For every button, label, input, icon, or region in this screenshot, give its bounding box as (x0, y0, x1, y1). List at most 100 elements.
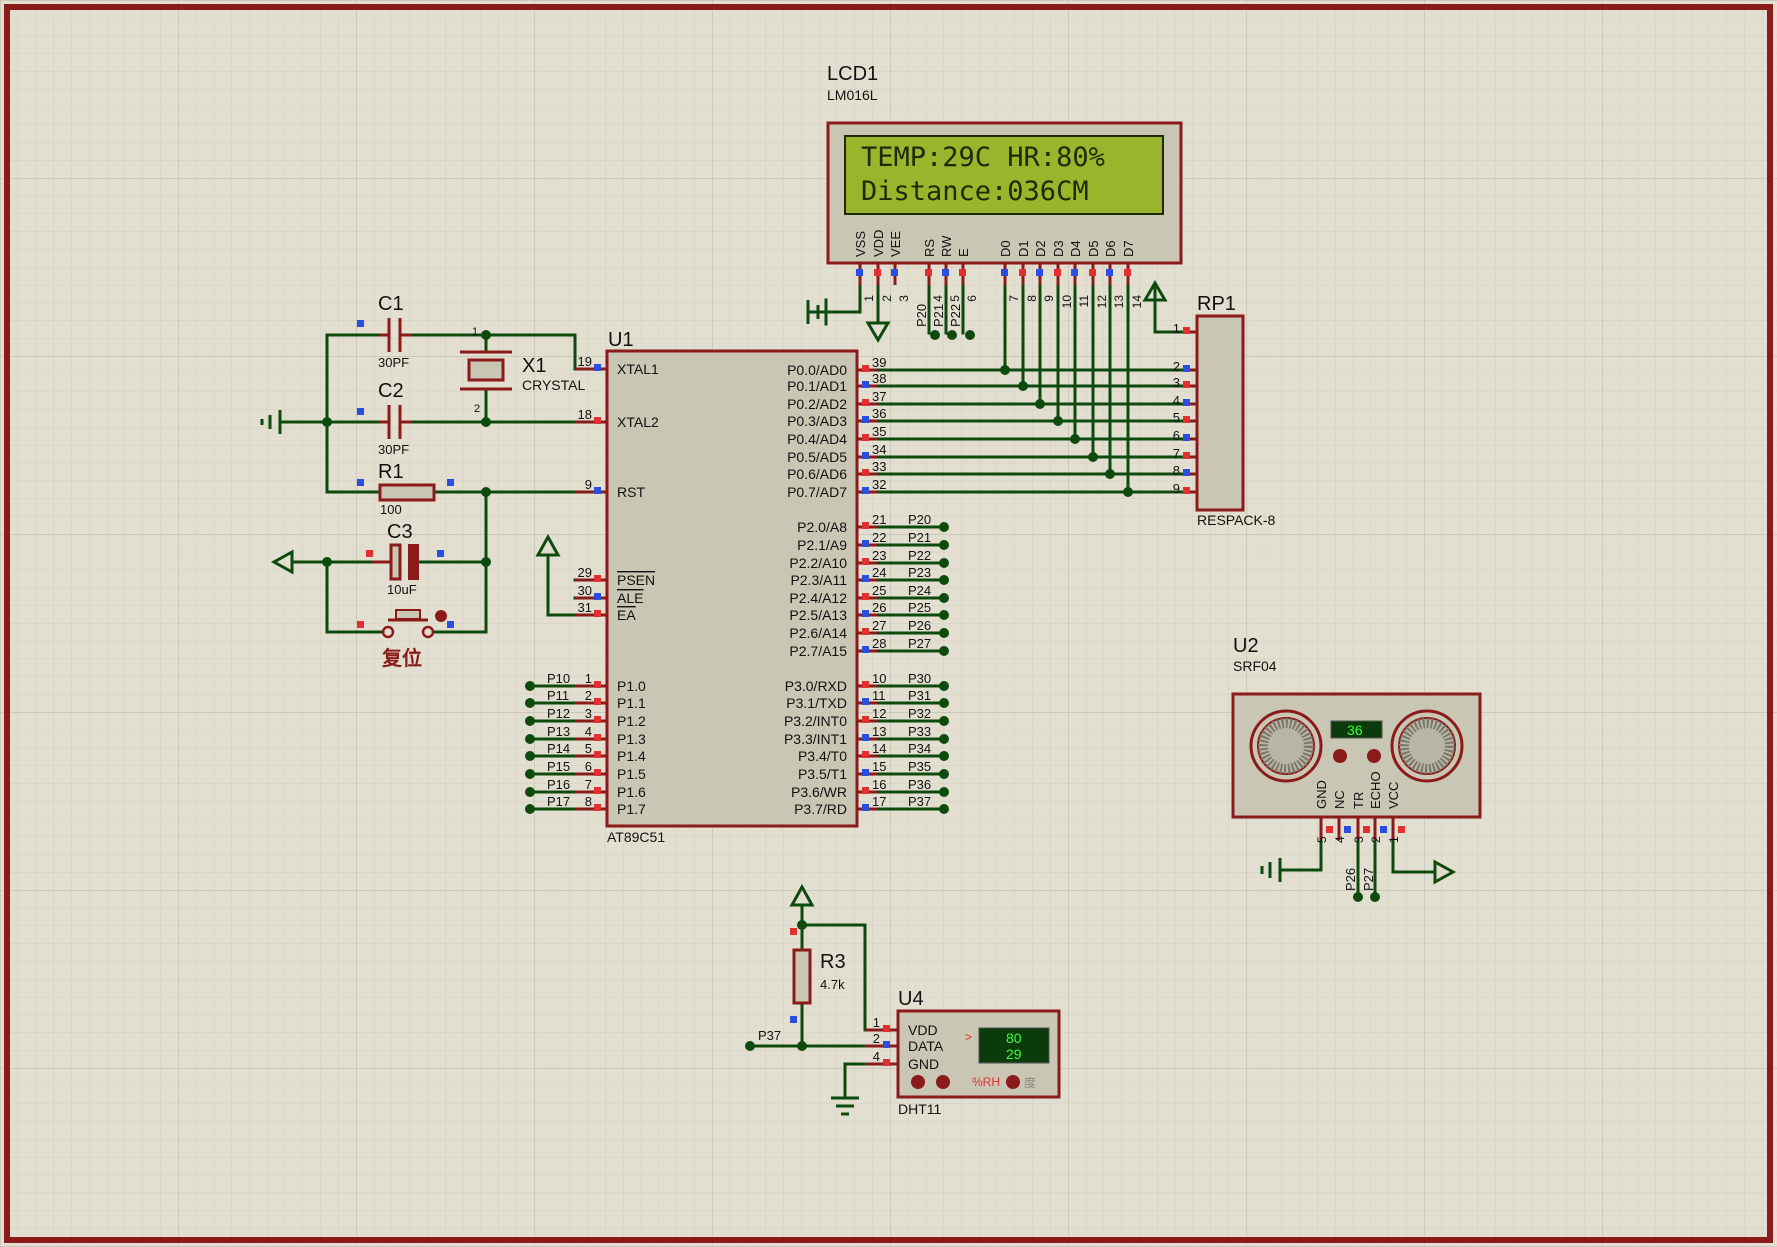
u4-degree-label: 度 (1024, 1075, 1036, 1090)
lcd-pin-marker (1106, 269, 1113, 276)
net-dot (525, 804, 535, 814)
mcu-pin-name: P0.5/AD5 (787, 449, 847, 465)
lcd-pin-name: D4 (1068, 240, 1083, 257)
capacitor-c3[interactable]: C3 10uF (366, 521, 444, 597)
crystal-x1[interactable]: 1 2 X1 CRYSTAL (460, 326, 585, 415)
c3-value: 10uF (387, 582, 417, 597)
lcd-pin-marker (1036, 269, 1043, 276)
mcu-pin-marker (594, 364, 601, 371)
mcu-pin-name: XTAL1 (617, 361, 659, 377)
lcd-pin-num: 10 (1060, 295, 1074, 309)
net-dot (939, 787, 949, 797)
u4-part: DHT11 (898, 1101, 942, 1117)
u4-unit-label: %RH (972, 1075, 1000, 1089)
lcd-pin-name: VSS (853, 231, 868, 257)
lcd-pin-name: D6 (1103, 240, 1118, 257)
mcu-pin-marker (862, 716, 869, 723)
mcu-pin-marker (594, 751, 601, 758)
mcu-pin-name: P0.3/AD3 (787, 413, 847, 429)
power-symbols (260, 280, 1457, 1116)
mcu-pin-name: P1.2 (617, 713, 646, 729)
u4-pin-marker (883, 1025, 890, 1032)
mcu-net-label: P15 (547, 759, 570, 774)
net-dot (939, 646, 949, 656)
mcu-pin-num: 34 (872, 442, 886, 457)
lcd-pin-num: 2 (880, 295, 894, 302)
lcd-pin-name: D5 (1086, 240, 1101, 257)
mcu-pin-num: 39 (872, 355, 886, 370)
mcu-pin-marker (862, 522, 869, 529)
net-dot (939, 540, 949, 550)
u4-pin-name: DATA (908, 1038, 944, 1054)
mcu-pin-marker (862, 646, 869, 653)
lcd-pin-name: RW (939, 235, 954, 257)
u2-pin-marker (1380, 826, 1387, 833)
mcu-pin-name: P0.6/AD6 (787, 466, 847, 482)
u4-pin-num: 4 (873, 1049, 880, 1064)
resistor-r1[interactable]: R1 100 (357, 461, 454, 517)
mcu-pin-num: 38 (872, 371, 886, 386)
mcu-at89c51[interactable]: U1 AT89C51 XTAL119XTAL218RST9PSEN29ALE30… (525, 329, 949, 845)
mcu-net-label: P35 (908, 759, 931, 774)
u2-pin-name: VCC (1386, 782, 1401, 809)
mcu-pin-num: 10 (872, 671, 886, 686)
u2-ref: U2 (1233, 635, 1259, 657)
mcu-pins: XTAL119XTAL218RST9PSEN29ALE30EA31P1.01P1… (525, 354, 949, 817)
net-dot (525, 787, 535, 797)
rp1-pin-marker (1183, 469, 1190, 476)
mcu-pin-name: ALE (617, 590, 643, 606)
mcu-pin-name: P3.1/TXD (786, 695, 847, 711)
lcd-module[interactable]: LCD1 LM016L TEMP:29C HR:80% Distance:036… (826, 63, 1183, 327)
mcu-pin-num: 14 (872, 741, 886, 756)
mcu-pin-marker (862, 416, 869, 423)
capacitor-c2[interactable]: C2 30PF (357, 380, 412, 457)
rp1-pin-num: 2 (1173, 359, 1180, 374)
rp1-pin-num: 8 (1173, 463, 1180, 478)
rp1-body (1195, 314, 1245, 512)
mcu-pin-marker (594, 804, 601, 811)
resistor-r3[interactable]: R3 4.7k P37 (758, 928, 846, 1043)
x1-pin1: 1 (472, 326, 478, 338)
mcu-pin-marker (862, 540, 869, 547)
lcd-pin-num: 12 (1095, 295, 1109, 309)
mcu-pin-marker (862, 804, 869, 811)
mcu-pin-num: 11 (872, 688, 886, 703)
mcu-pin-num: 24 (872, 565, 886, 580)
net-dot (525, 698, 535, 708)
lcd-pin-marker (1054, 269, 1061, 276)
mcu-pin-num: 29 (578, 565, 592, 580)
mcu-pin-name: P2.2/A10 (789, 555, 847, 571)
capacitor-c1[interactable]: C1 30PF (357, 293, 412, 370)
rp1-pin-marker (1183, 452, 1190, 459)
mcu-pin-name: P1.1 (617, 695, 646, 711)
rp1-pin-num: 6 (1173, 428, 1180, 443)
mcu-net-label: P30 (908, 671, 931, 686)
reset-button[interactable]: 复位 (357, 609, 454, 670)
lcd-pin-num: 6 (965, 295, 979, 302)
mcu-net-label: P16 (547, 777, 570, 792)
net-dot (939, 522, 949, 532)
mcu-pin-marker (594, 575, 601, 582)
u2-pin-num: 1 (1387, 836, 1401, 843)
rp1-pin-num: 7 (1173, 446, 1180, 461)
mcu-pin-marker (862, 365, 869, 372)
lcd-pin-num: 13 (1112, 295, 1126, 309)
mcu-pin-num: 3 (585, 706, 592, 721)
mcu-pin-num: 30 (578, 583, 592, 598)
u2-display (1330, 720, 1383, 739)
mcu-net-label: P37 (908, 794, 931, 809)
lcd-pin-marker (874, 269, 881, 276)
lcd-pin-num: 9 (1042, 295, 1056, 302)
mcu-net-label: P32 (908, 706, 931, 721)
net-dot (525, 681, 535, 691)
u4-pin-name: GND (908, 1056, 939, 1072)
u2-pin-marker (1363, 826, 1370, 833)
mcu-pin-name: P1.4 (617, 748, 646, 764)
u4-ref: U4 (898, 988, 924, 1010)
mcu-net-label: P34 (908, 741, 931, 756)
junctions (322, 330, 1380, 1051)
lcd-pin-num: 3 (897, 295, 911, 302)
